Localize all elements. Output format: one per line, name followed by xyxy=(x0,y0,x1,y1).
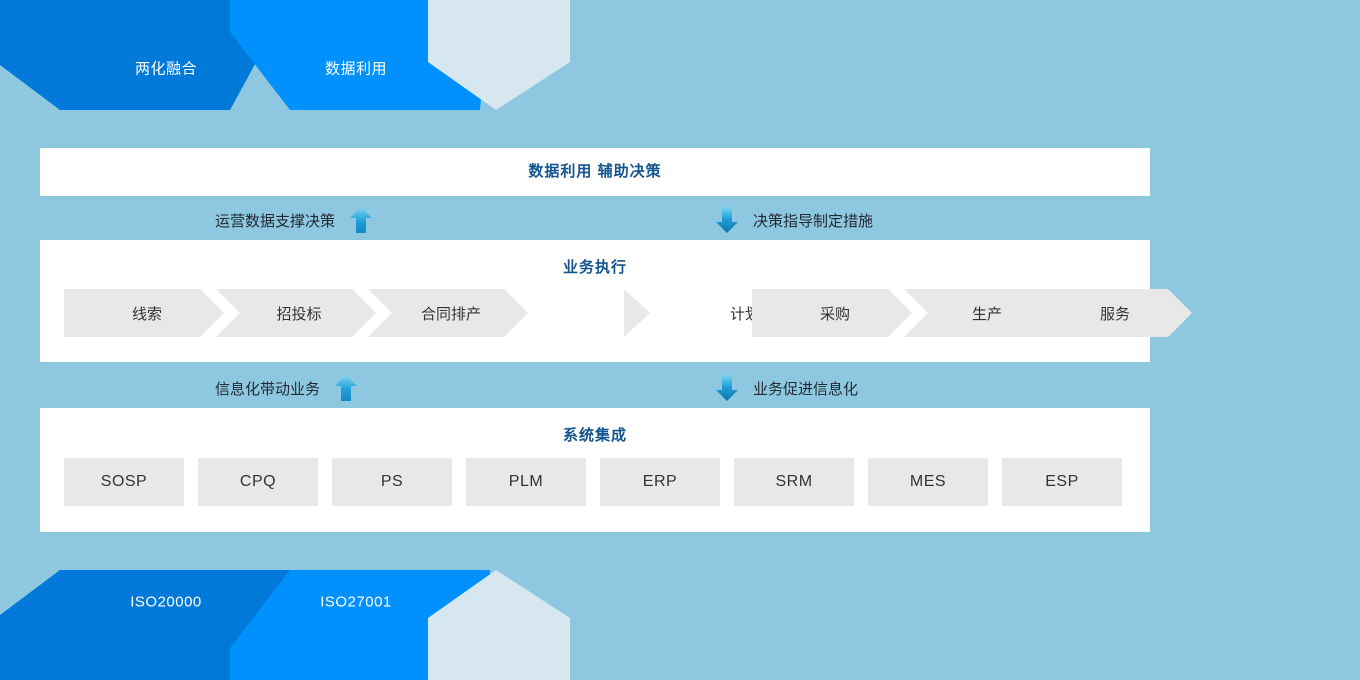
business-step-6[interactable]: 生产 xyxy=(904,289,1064,337)
business-panel-title: 业务执行 xyxy=(562,259,627,276)
business-step-5[interactable]: 采购 xyxy=(752,289,912,337)
connector-top-right-label: 决策指导制定措施 xyxy=(753,212,874,230)
system-box-ps[interactable]: PS xyxy=(332,458,452,506)
connector-bottom-right: 业务促进信息化 xyxy=(715,366,858,410)
business-step-5-label: 采购 xyxy=(819,305,850,323)
business-step-3-label: 合同排产 xyxy=(420,305,481,323)
arrow-down-icon xyxy=(716,207,738,233)
business-step-pointer-icon xyxy=(624,289,650,337)
connector-bottom-right-label: 业务促进信息化 xyxy=(753,380,859,398)
business-step-7[interactable]: 服务 xyxy=(1032,289,1192,337)
business-step-1[interactable]: 线索 xyxy=(64,289,224,337)
connector-top-left-label: 运营数据支撑决策 xyxy=(215,212,336,230)
connector-top-left: 运营数据支撑决策 xyxy=(215,198,373,242)
system-box-erp[interactable]: ERP xyxy=(600,458,720,506)
business-step-2-label: 招投标 xyxy=(276,305,322,323)
bottom-banner: ISO20000 ISO27001 xyxy=(0,570,600,680)
business-step-2[interactable]: 招投标 xyxy=(216,289,376,337)
bottom-banner-label-2: ISO27001 xyxy=(320,593,392,611)
top-banner-label-2: 数据利用 xyxy=(324,60,388,78)
system-box-esp[interactable]: ESP xyxy=(1002,458,1122,506)
business-panel: 业务执行 线索 招投标 合同排产 计划 采购 生产 xyxy=(40,240,1150,362)
system-box-sosp[interactable]: SOSP xyxy=(64,458,184,506)
business-step-1-label: 线索 xyxy=(131,305,162,323)
connector-bottom-left: 信息化带动业务 xyxy=(215,366,358,410)
top-banner-label-1: 两化融合 xyxy=(134,60,198,78)
system-box-cpq[interactable]: CPQ xyxy=(198,458,318,506)
arrow-down-icon xyxy=(716,375,738,401)
business-step-7-label: 服务 xyxy=(1099,305,1130,323)
business-step-6-label: 生产 xyxy=(971,305,1002,323)
connector-row-top: 运营数据支撑决策 xyxy=(40,198,1150,242)
arrow-up-icon xyxy=(335,375,358,401)
business-step-3[interactable]: 合同排产 xyxy=(368,289,528,337)
top-banner: 两化融合 数据利用 xyxy=(0,0,600,110)
systems-panel: 系统集成 SOSP CPQ PS PLM ERP SRM MES ESP xyxy=(40,408,1150,532)
decision-panel: 数据利用 辅助决策 xyxy=(40,148,1150,196)
bottom-banner-label-1: ISO20000 xyxy=(130,593,202,611)
connector-row-bottom: 信息化带动业务 xyxy=(40,366,1150,410)
connector-bottom-left-label: 信息化带动业务 xyxy=(215,380,321,398)
system-box-srm[interactable]: SRM xyxy=(734,458,854,506)
decision-panel-title: 数据利用 辅助决策 xyxy=(528,163,662,180)
system-box-plm[interactable]: PLM xyxy=(466,458,586,506)
system-box-mes[interactable]: MES xyxy=(868,458,988,506)
systems-panel-title: 系统集成 xyxy=(562,427,627,444)
systems-box-row: SOSP CPQ PS PLM ERP SRM MES ESP xyxy=(64,458,1122,506)
arrow-up-icon xyxy=(350,207,373,233)
connector-top-right: 决策指导制定措施 xyxy=(715,198,873,242)
